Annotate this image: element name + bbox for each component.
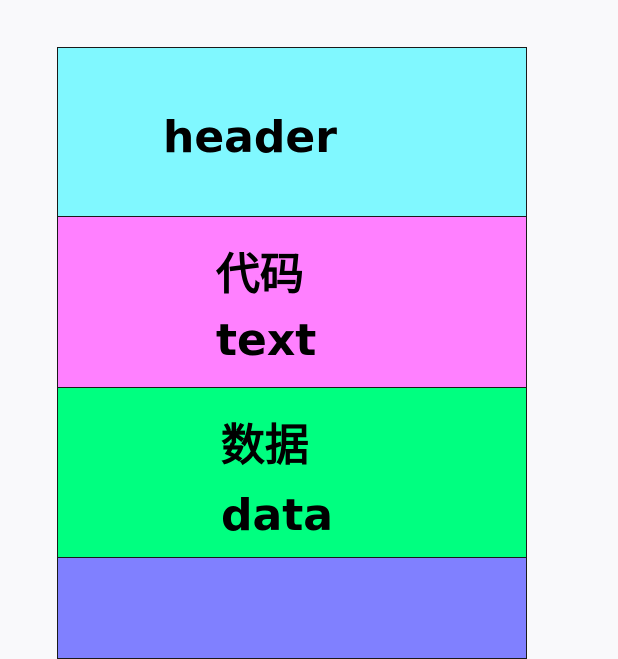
data-segment: 数据 data: [57, 387, 527, 559]
data-segment-label: data: [221, 490, 333, 541]
header-segment: header: [57, 47, 527, 218]
data-segment-chinese-label: 数据: [221, 420, 309, 471]
text-segment: 代码 text: [57, 216, 527, 389]
header-label: header: [163, 112, 337, 163]
text-segment-chinese-label: 代码: [216, 249, 304, 300]
text-segment-label: text: [216, 315, 317, 366]
memory-layout-diagram: header 代码 text 数据 data: [57, 47, 527, 659]
bottom-segment: [57, 557, 527, 659]
